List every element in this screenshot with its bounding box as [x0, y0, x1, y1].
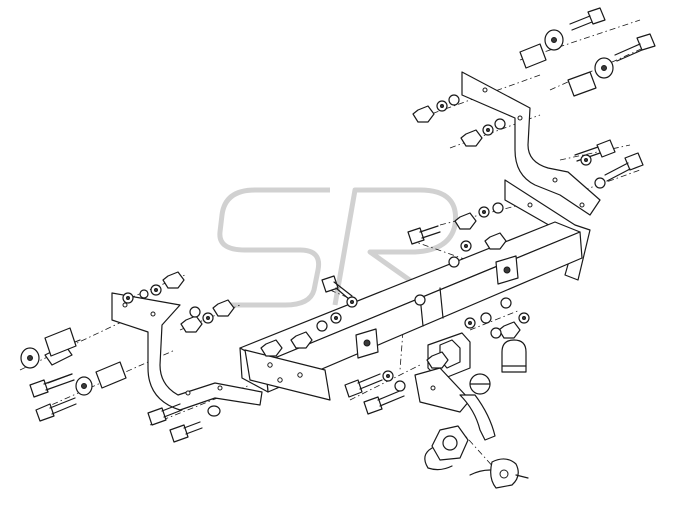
- ball-mount-bracket: [414, 332, 471, 413]
- bolt-centre-2: [321, 275, 353, 301]
- bolt-left-4: [147, 403, 183, 426]
- bolt-centre-1: [407, 225, 441, 245]
- bolt-right-top-2: [614, 33, 656, 62]
- hex-nuts: [162, 105, 521, 369]
- bolt-right-top-1: [569, 7, 606, 31]
- bolt-right-mid-2: [604, 152, 644, 182]
- left-side-bracket: [111, 292, 263, 411]
- right-side-bracket: [461, 71, 601, 281]
- bolt-right-mid-1: [574, 139, 616, 162]
- left-mounting-plate: [244, 349, 331, 401]
- watermark-logo: [217, 187, 459, 308]
- ball-cover-cap: [501, 339, 527, 373]
- bolt-left-3: [35, 397, 77, 422]
- bolt-lower-1: [363, 389, 405, 415]
- electric-plug: [469, 458, 529, 489]
- spacer-tubes: [44, 43, 597, 389]
- electric-socket: [424, 425, 469, 471]
- bolts: [29, 7, 656, 443]
- bolt-left-2: [29, 373, 75, 398]
- bar-clamp-plates: [355, 255, 519, 359]
- tow-ball: [459, 373, 496, 441]
- bolt-lower-2: [344, 373, 383, 398]
- washers: [20, 29, 614, 417]
- bolt-left-5: [169, 421, 203, 443]
